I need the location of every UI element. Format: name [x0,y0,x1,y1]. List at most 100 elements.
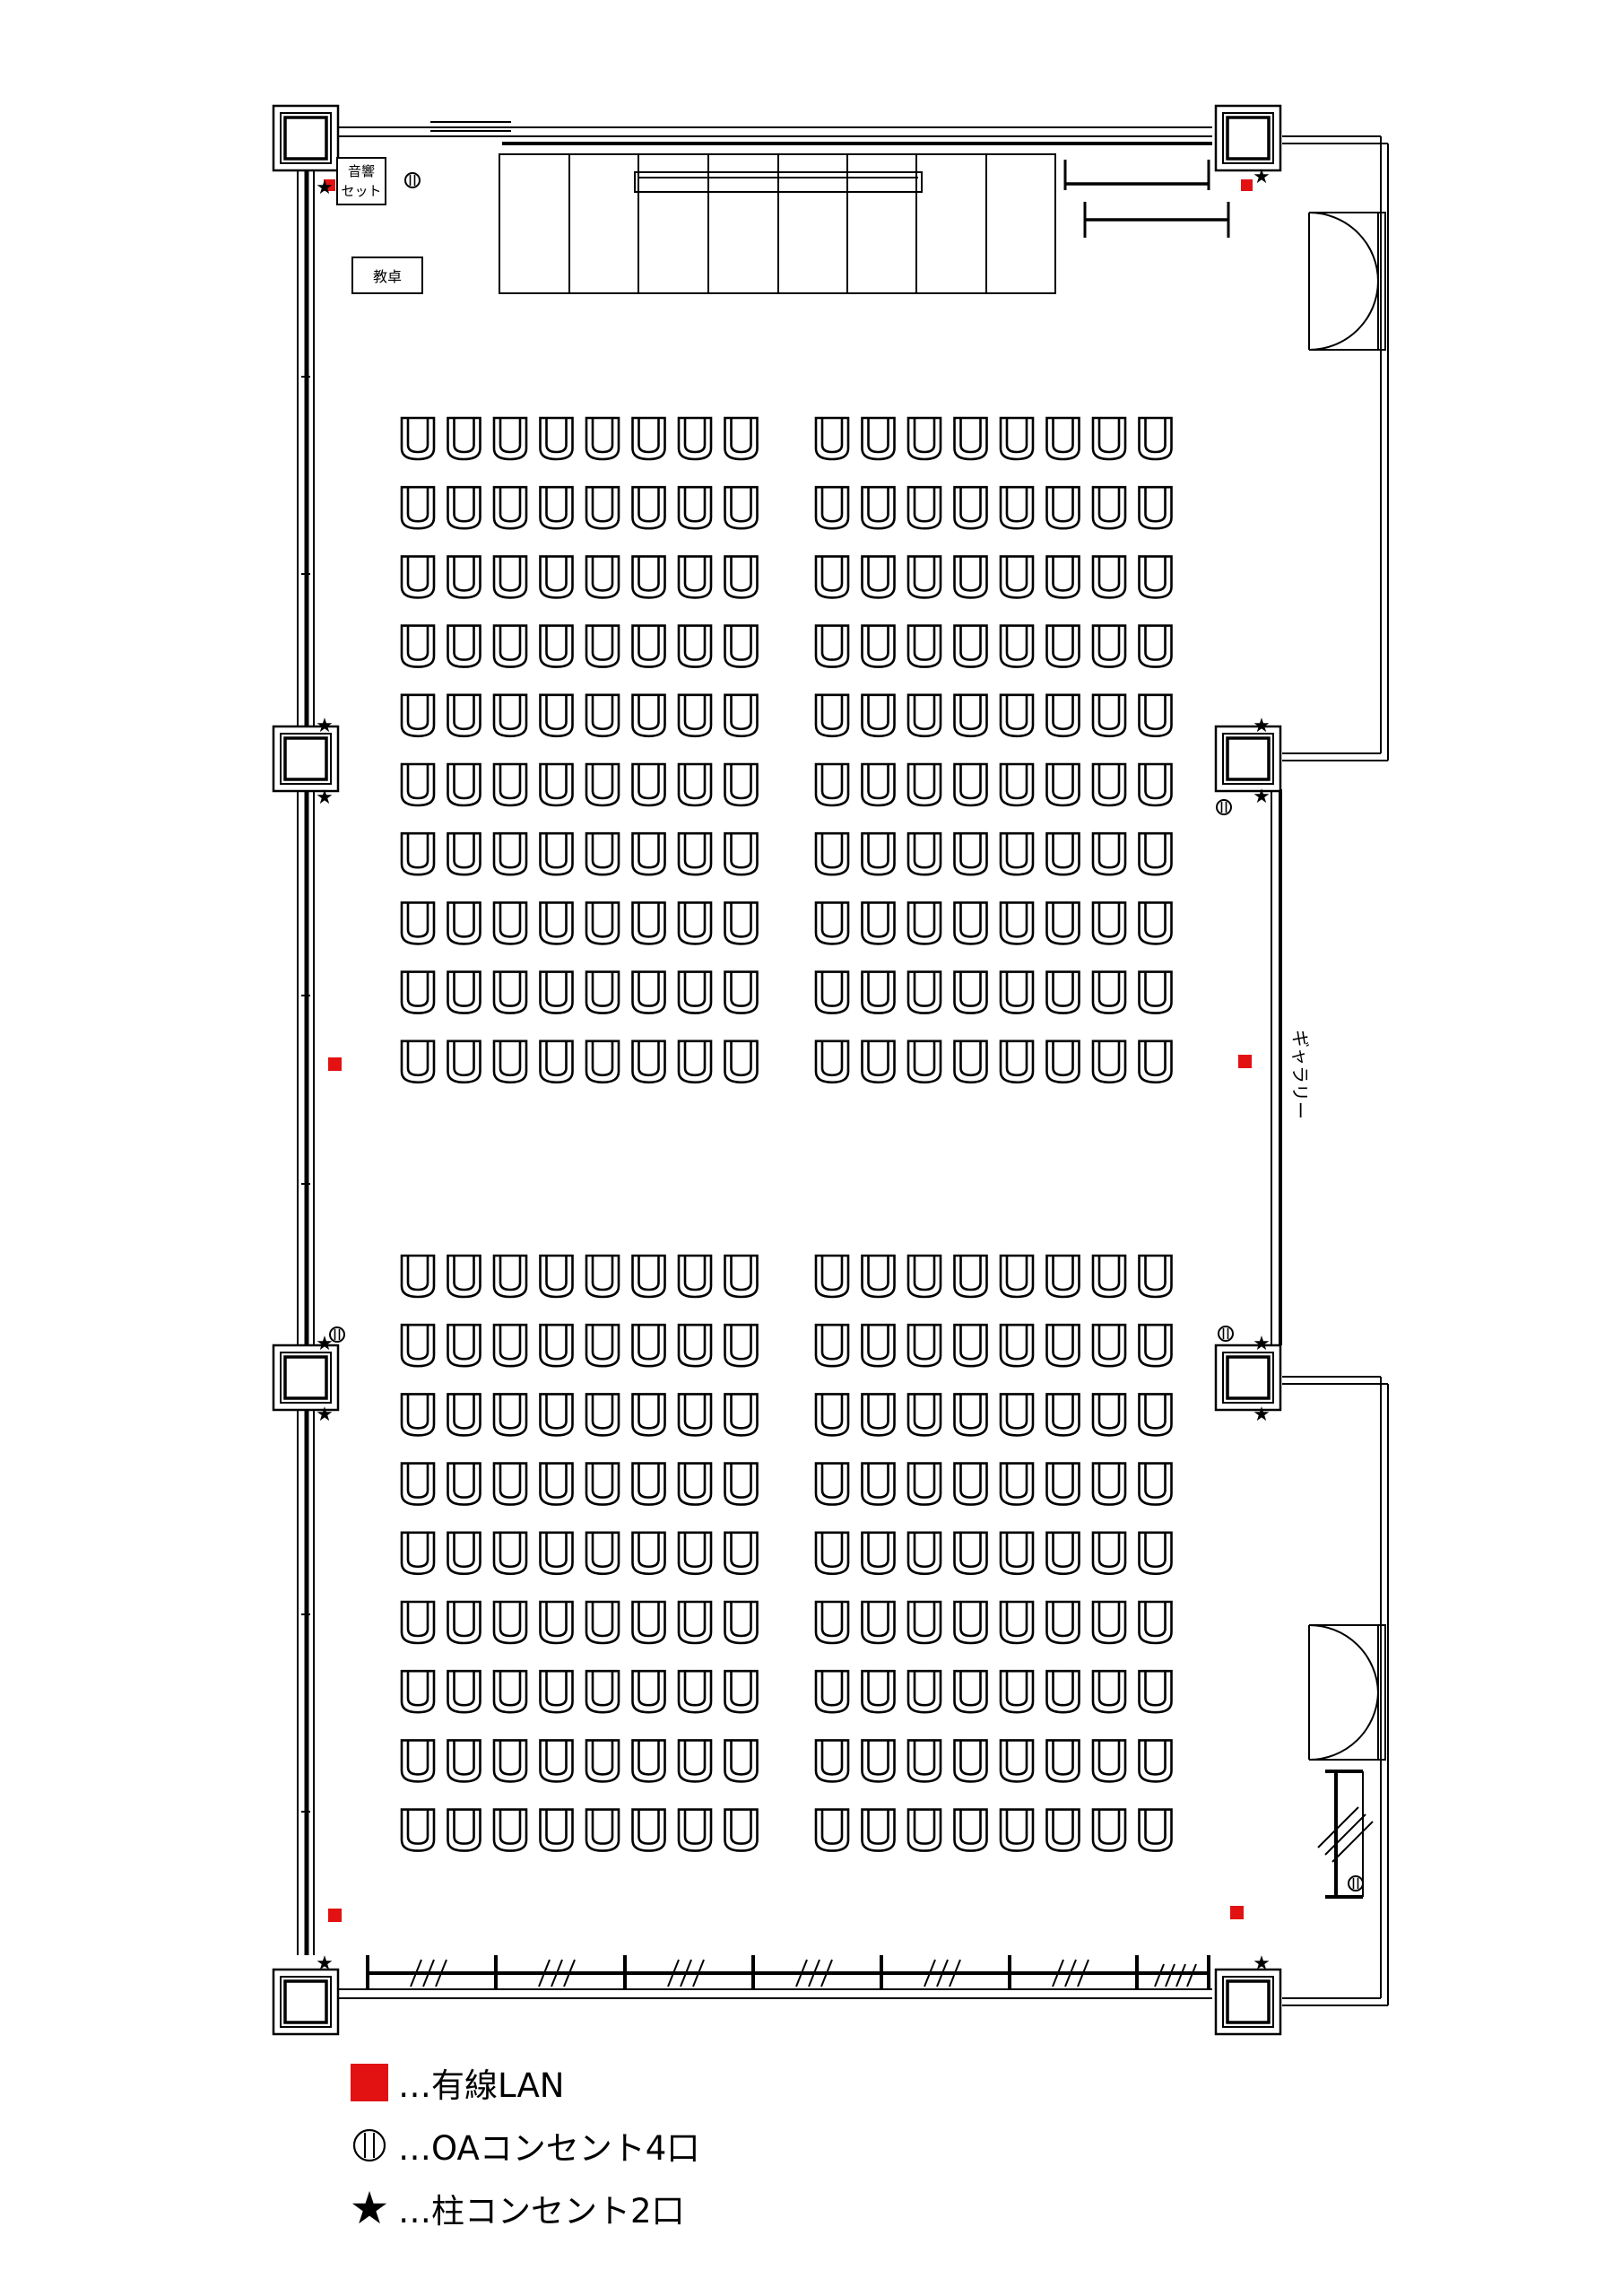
lan-port [1241,179,1253,191]
seat [492,1462,528,1506]
seat [861,1462,896,1506]
seat [492,901,528,945]
seat [724,1393,759,1437]
seat [1045,970,1080,1014]
seat [953,1600,988,1645]
seat [1138,1462,1173,1506]
seat [953,624,988,668]
seat [1045,1739,1080,1783]
seat [585,1039,620,1084]
seat [585,1393,620,1437]
seat [861,1323,896,1368]
seat [631,762,666,807]
seat [400,1462,436,1506]
seat [492,1254,528,1299]
seat [999,970,1035,1014]
seat [447,901,481,945]
seat [999,1039,1035,1084]
seat [1045,555,1080,599]
seat [539,1393,574,1437]
red-square-icon [350,2063,389,2102]
seat [953,831,988,876]
seat [906,693,942,738]
seat [492,1323,528,1368]
seat [1091,416,1127,461]
seat [861,901,896,945]
oa-outlet-icon [350,2126,389,2165]
seat [492,1039,528,1084]
seat [906,1739,942,1783]
seat [585,693,620,738]
seat [724,1808,759,1852]
seat [1138,1600,1173,1645]
seat [1045,1669,1080,1714]
seat [400,555,436,599]
seat [539,970,574,1014]
seat [1138,1039,1173,1084]
seat [539,831,574,876]
seat [585,1808,620,1852]
seat [677,693,713,738]
seat [677,762,713,807]
seat [1091,555,1127,599]
seat [492,1669,528,1714]
seat [999,1669,1035,1714]
seat [1138,624,1173,668]
seat [539,1462,574,1506]
walls [297,121,1389,2006]
seat [724,970,759,1014]
seat [906,762,942,807]
seat [814,1600,850,1645]
svg-text:★: ★ [1253,1333,1271,1355]
seat [999,555,1035,599]
seat [999,1808,1035,1852]
seat [539,901,574,945]
seat [585,1669,620,1714]
seat [539,1669,574,1714]
seat [814,762,850,807]
seat [492,970,528,1014]
seat [906,1254,942,1299]
seat [585,831,620,876]
seat [447,485,481,530]
svg-text:★: ★ [316,715,334,737]
seat [724,762,759,807]
seat [999,1739,1035,1783]
seat [677,1808,713,1852]
seat [631,1600,666,1645]
seat [953,1669,988,1714]
seat [677,1323,713,1368]
seat [999,831,1035,876]
legend-pillar: ★ …柱コンセント2口 [350,2181,685,2235]
seat [999,1462,1035,1506]
seat [724,1669,759,1714]
seat [814,1039,850,1084]
seat [447,416,481,461]
seat [724,416,759,461]
seat [585,970,620,1014]
seat [400,485,436,530]
seat [585,485,620,530]
lan-port [1230,1906,1244,1919]
lan-port [328,1057,342,1071]
seat [677,970,713,1014]
seat [585,624,620,668]
seat [1138,1808,1173,1852]
seat [906,831,942,876]
seat [1045,693,1080,738]
gallery-label: ギャラリー [1289,1030,1311,1119]
seat [539,555,574,599]
seat [492,1808,528,1852]
seat [677,1462,713,1506]
seat [906,1669,942,1714]
seat [1138,1531,1173,1576]
seat [631,555,666,599]
seat [1045,1462,1080,1506]
seat [631,1462,666,1506]
seat [953,1462,988,1506]
seat [814,1739,850,1783]
seat [1045,1039,1080,1084]
seat [814,1393,850,1437]
podium-label: 教卓 [373,268,402,285]
seat [677,416,713,461]
